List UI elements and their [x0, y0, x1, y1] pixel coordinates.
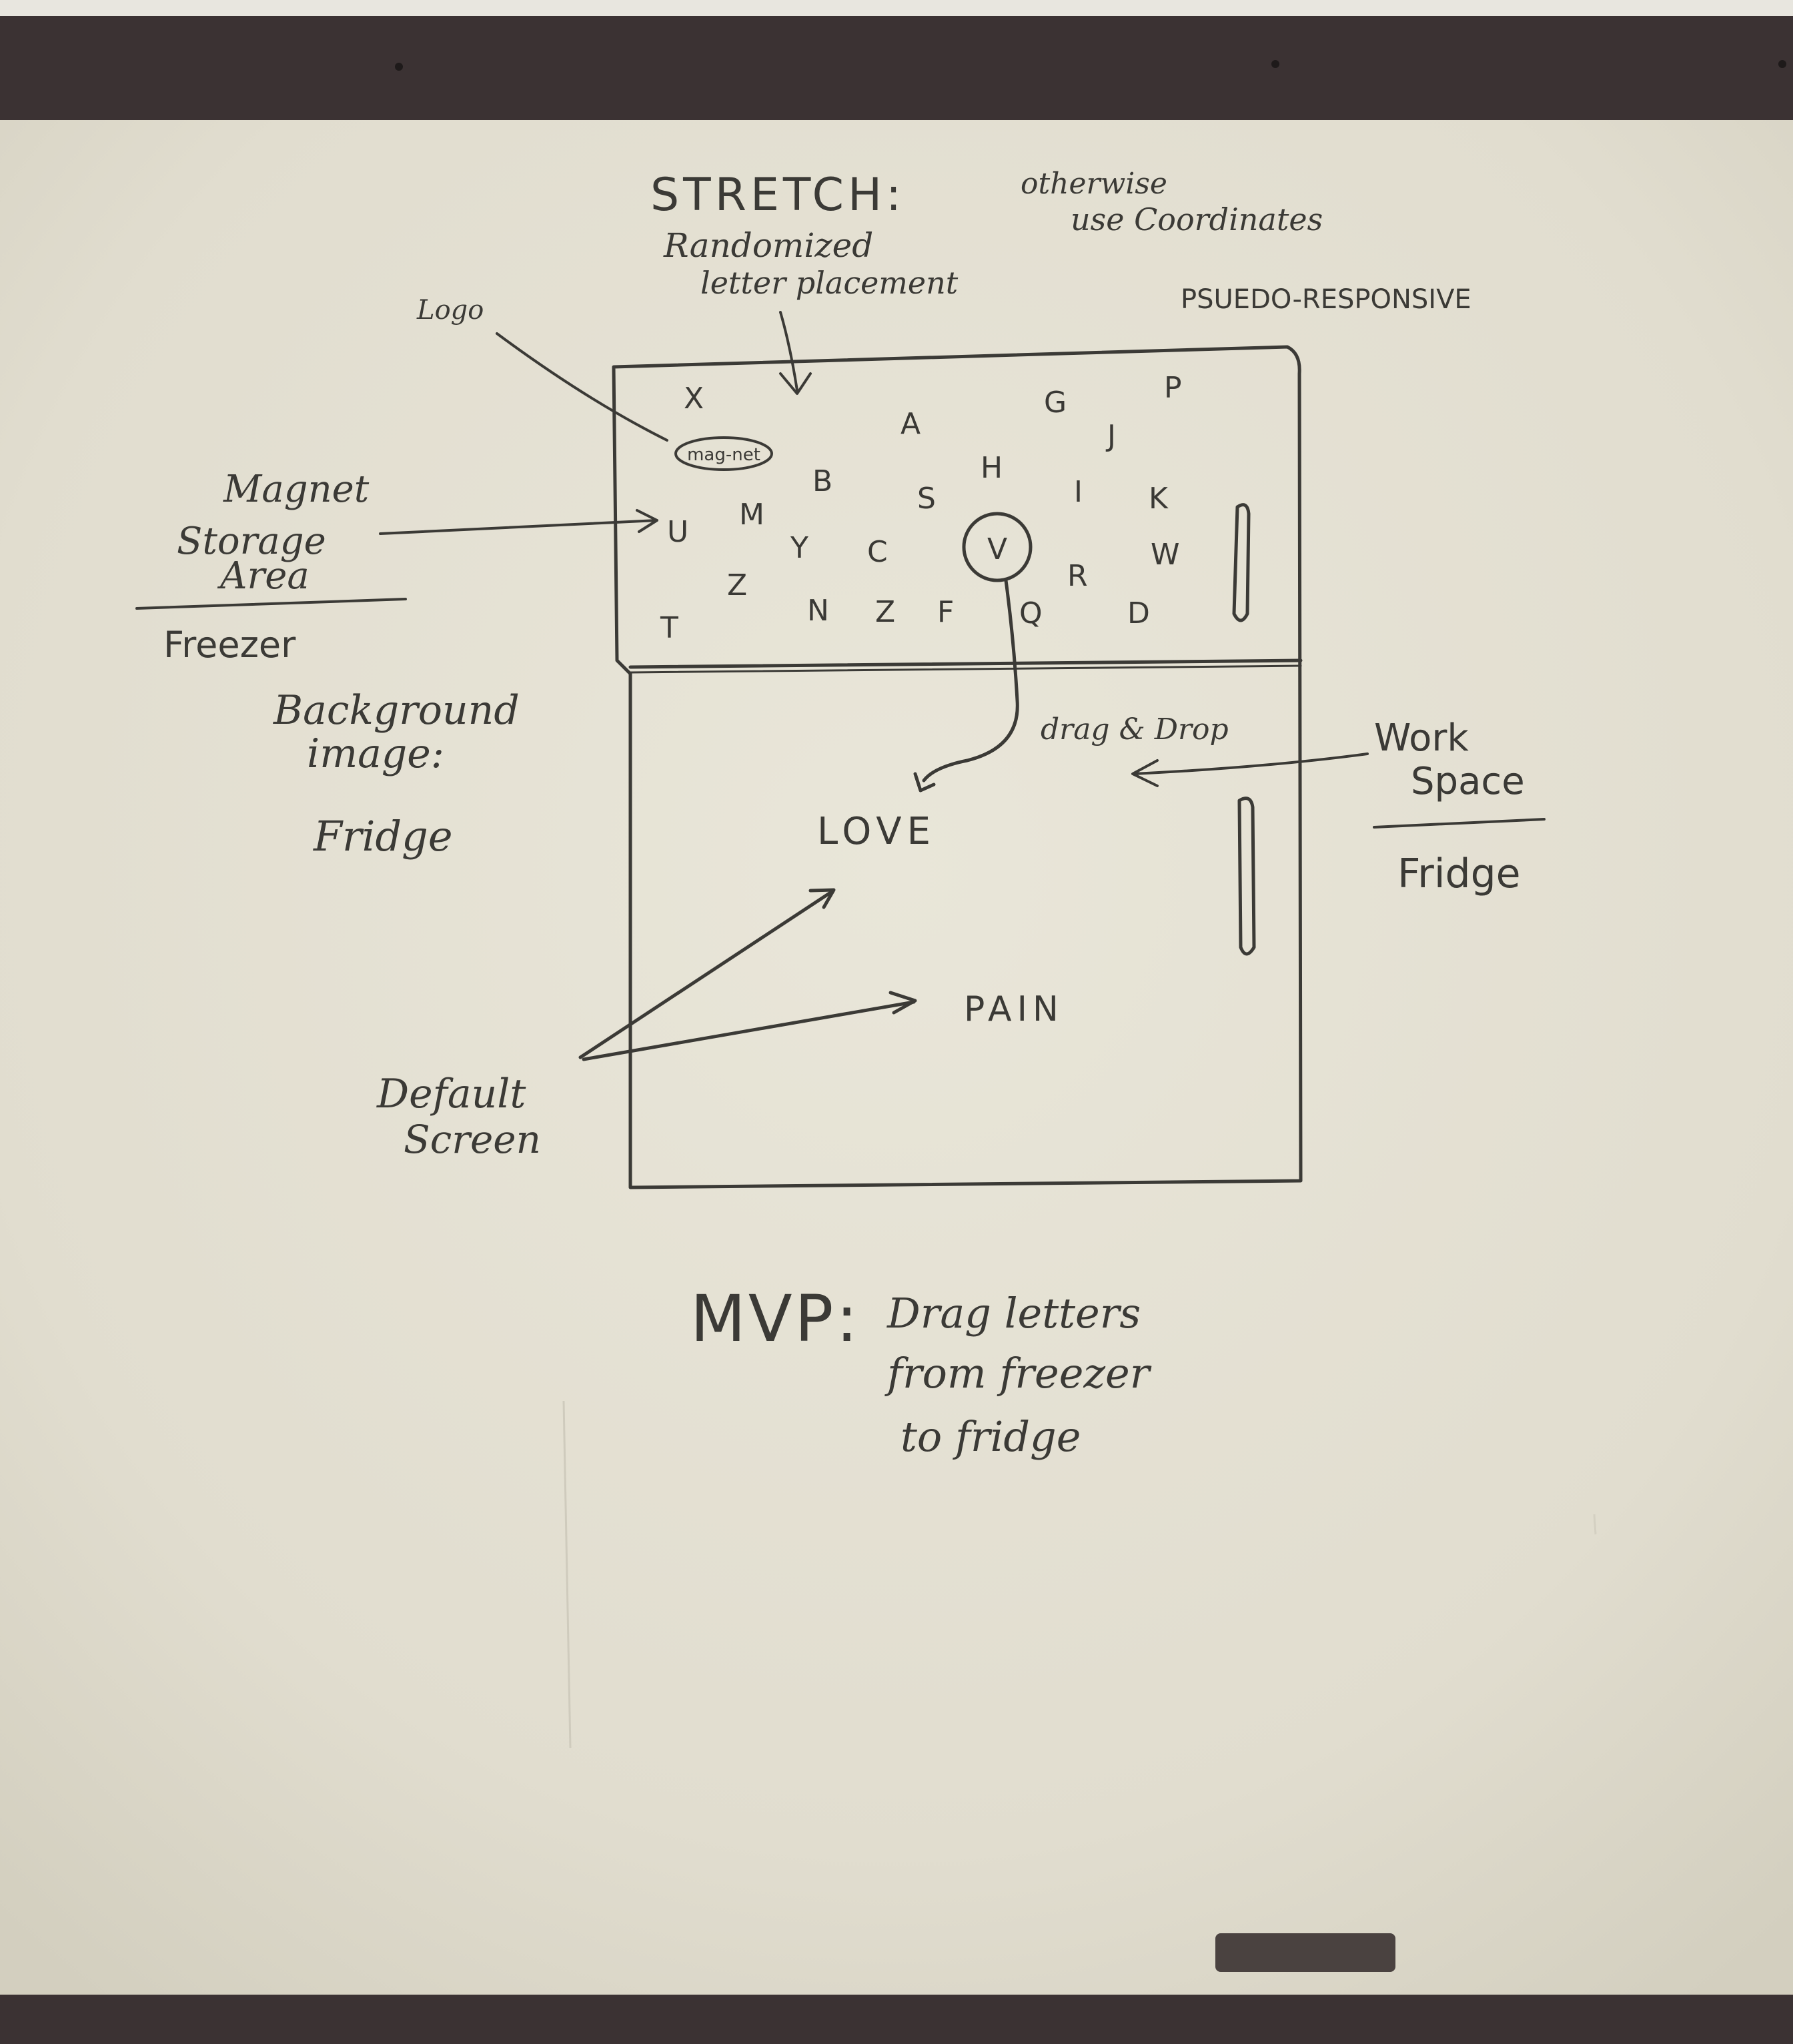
- freezer-letter[interactable]: F: [937, 595, 954, 629]
- freezer-letter[interactable]: J: [1105, 419, 1116, 453]
- freezer-letter[interactable]: Q: [1019, 596, 1043, 630]
- freezer-letter[interactable]: W: [1151, 538, 1180, 572]
- freezer-letter[interactable]: S: [917, 482, 936, 516]
- freezer-letter-selected[interactable]: V: [987, 532, 1007, 566]
- mvp-line-1: Drag letters: [886, 1289, 1141, 1338]
- freezer-letter[interactable]: M: [739, 498, 764, 532]
- mvp-line-2: from freezer: [884, 1349, 1152, 1398]
- fridge-handle: [1237, 797, 1256, 956]
- ghost-mark: [1593, 1514, 1597, 1535]
- otherwise-line-2: use Coordinates: [1071, 201, 1323, 237]
- background-line-1: Background: [273, 687, 520, 734]
- word-pain: PAIN: [964, 989, 1064, 1029]
- freezer-letter[interactable]: I: [1074, 475, 1083, 509]
- logo-arrow: [496, 332, 668, 442]
- magnet-underline: [135, 598, 407, 610]
- default-screen-arrows: [578, 888, 917, 1061]
- fridge-sketch: [612, 345, 1303, 1189]
- freezer-letter[interactable]: H: [981, 451, 1003, 485]
- freezer-letter[interactable]: U: [667, 515, 688, 549]
- otherwise-line-1: otherwise: [1021, 167, 1167, 201]
- mvp-title: MVP:: [690, 1282, 860, 1356]
- freezer-letter[interactable]: C: [867, 535, 888, 569]
- frame-screw: [1778, 60, 1786, 68]
- fridge-label: Fridge: [1397, 851, 1521, 897]
- magnet-line-2: Storage: [177, 520, 326, 563]
- pseudo-responsive-label: PSUEDO-RESPONSIVE: [1181, 284, 1471, 315]
- magnet-storage-arrow: [379, 509, 658, 535]
- freezer-divider: [628, 658, 1303, 669]
- freezer-letter[interactable]: D: [1127, 596, 1150, 630]
- magnet-line-1: Magnet: [223, 468, 370, 511]
- freezer-letter[interactable]: N: [807, 594, 829, 628]
- freezer-label: Freezer: [163, 624, 296, 666]
- work-space-arrow: [1131, 752, 1369, 787]
- stretch-line-1: Randomized: [663, 226, 873, 265]
- freezer-letter[interactable]: Z: [727, 568, 747, 602]
- selected-letter-circle: [962, 512, 1033, 582]
- drag-path: [922, 578, 1019, 783]
- freezer-handle: [1232, 503, 1251, 622]
- freezer-letter[interactable]: Z: [875, 595, 895, 629]
- word-love: LOVE: [817, 810, 936, 853]
- eraser: [1215, 1933, 1395, 1972]
- freezer-letter[interactable]: K: [1149, 482, 1169, 516]
- background-line-2: image:: [307, 730, 444, 777]
- logo-label: Logo: [416, 295, 484, 326]
- freezer-letter[interactable]: P: [1164, 371, 1182, 405]
- drag-path-arrowhead: [913, 772, 936, 793]
- stretch-line-2: letter placement: [700, 265, 959, 301]
- work-line-1: Work: [1374, 716, 1469, 760]
- freezer-letter[interactable]: R: [1067, 559, 1088, 593]
- logo-badge-text: mag-net: [687, 445, 760, 465]
- work-underline: [1373, 818, 1546, 829]
- stretch-title: STRETCH:: [650, 169, 905, 221]
- mvp-line-3: to fridge: [901, 1412, 1081, 1461]
- freezer-letter[interactable]: B: [812, 464, 832, 498]
- ghost-mark: [562, 1400, 572, 1748]
- freezer-letter[interactable]: T: [660, 611, 678, 645]
- drag-drop-label: drag & Drop: [1041, 712, 1229, 746]
- default-line-1: Default: [376, 1071, 526, 1117]
- work-line-2: Space: [1411, 760, 1525, 803]
- freezer-letter[interactable]: X: [684, 382, 704, 416]
- logo-badge-outline: [674, 436, 773, 471]
- magnet-line-3: Area: [217, 554, 310, 598]
- freezer-letter[interactable]: Y: [790, 531, 808, 565]
- freezer-letter[interactable]: G: [1044, 386, 1067, 420]
- top-frame: [0, 0, 1793, 120]
- stretch-arrow: [779, 311, 812, 395]
- freezer-letter[interactable]: A: [901, 407, 921, 441]
- freezer-letters: X A G P J B H S I K U M Y C V R W Z N Z …: [660, 371, 1182, 645]
- whiteboard-surface: [0, 120, 1793, 1995]
- frame-screw: [1271, 60, 1279, 68]
- top-wall-strip: [0, 0, 1793, 16]
- background-line-3: Fridge: [313, 812, 453, 861]
- frame-screw: [395, 63, 403, 71]
- bottom-frame: [0, 1988, 1793, 2044]
- default-line-2: Screen: [404, 1117, 541, 1162]
